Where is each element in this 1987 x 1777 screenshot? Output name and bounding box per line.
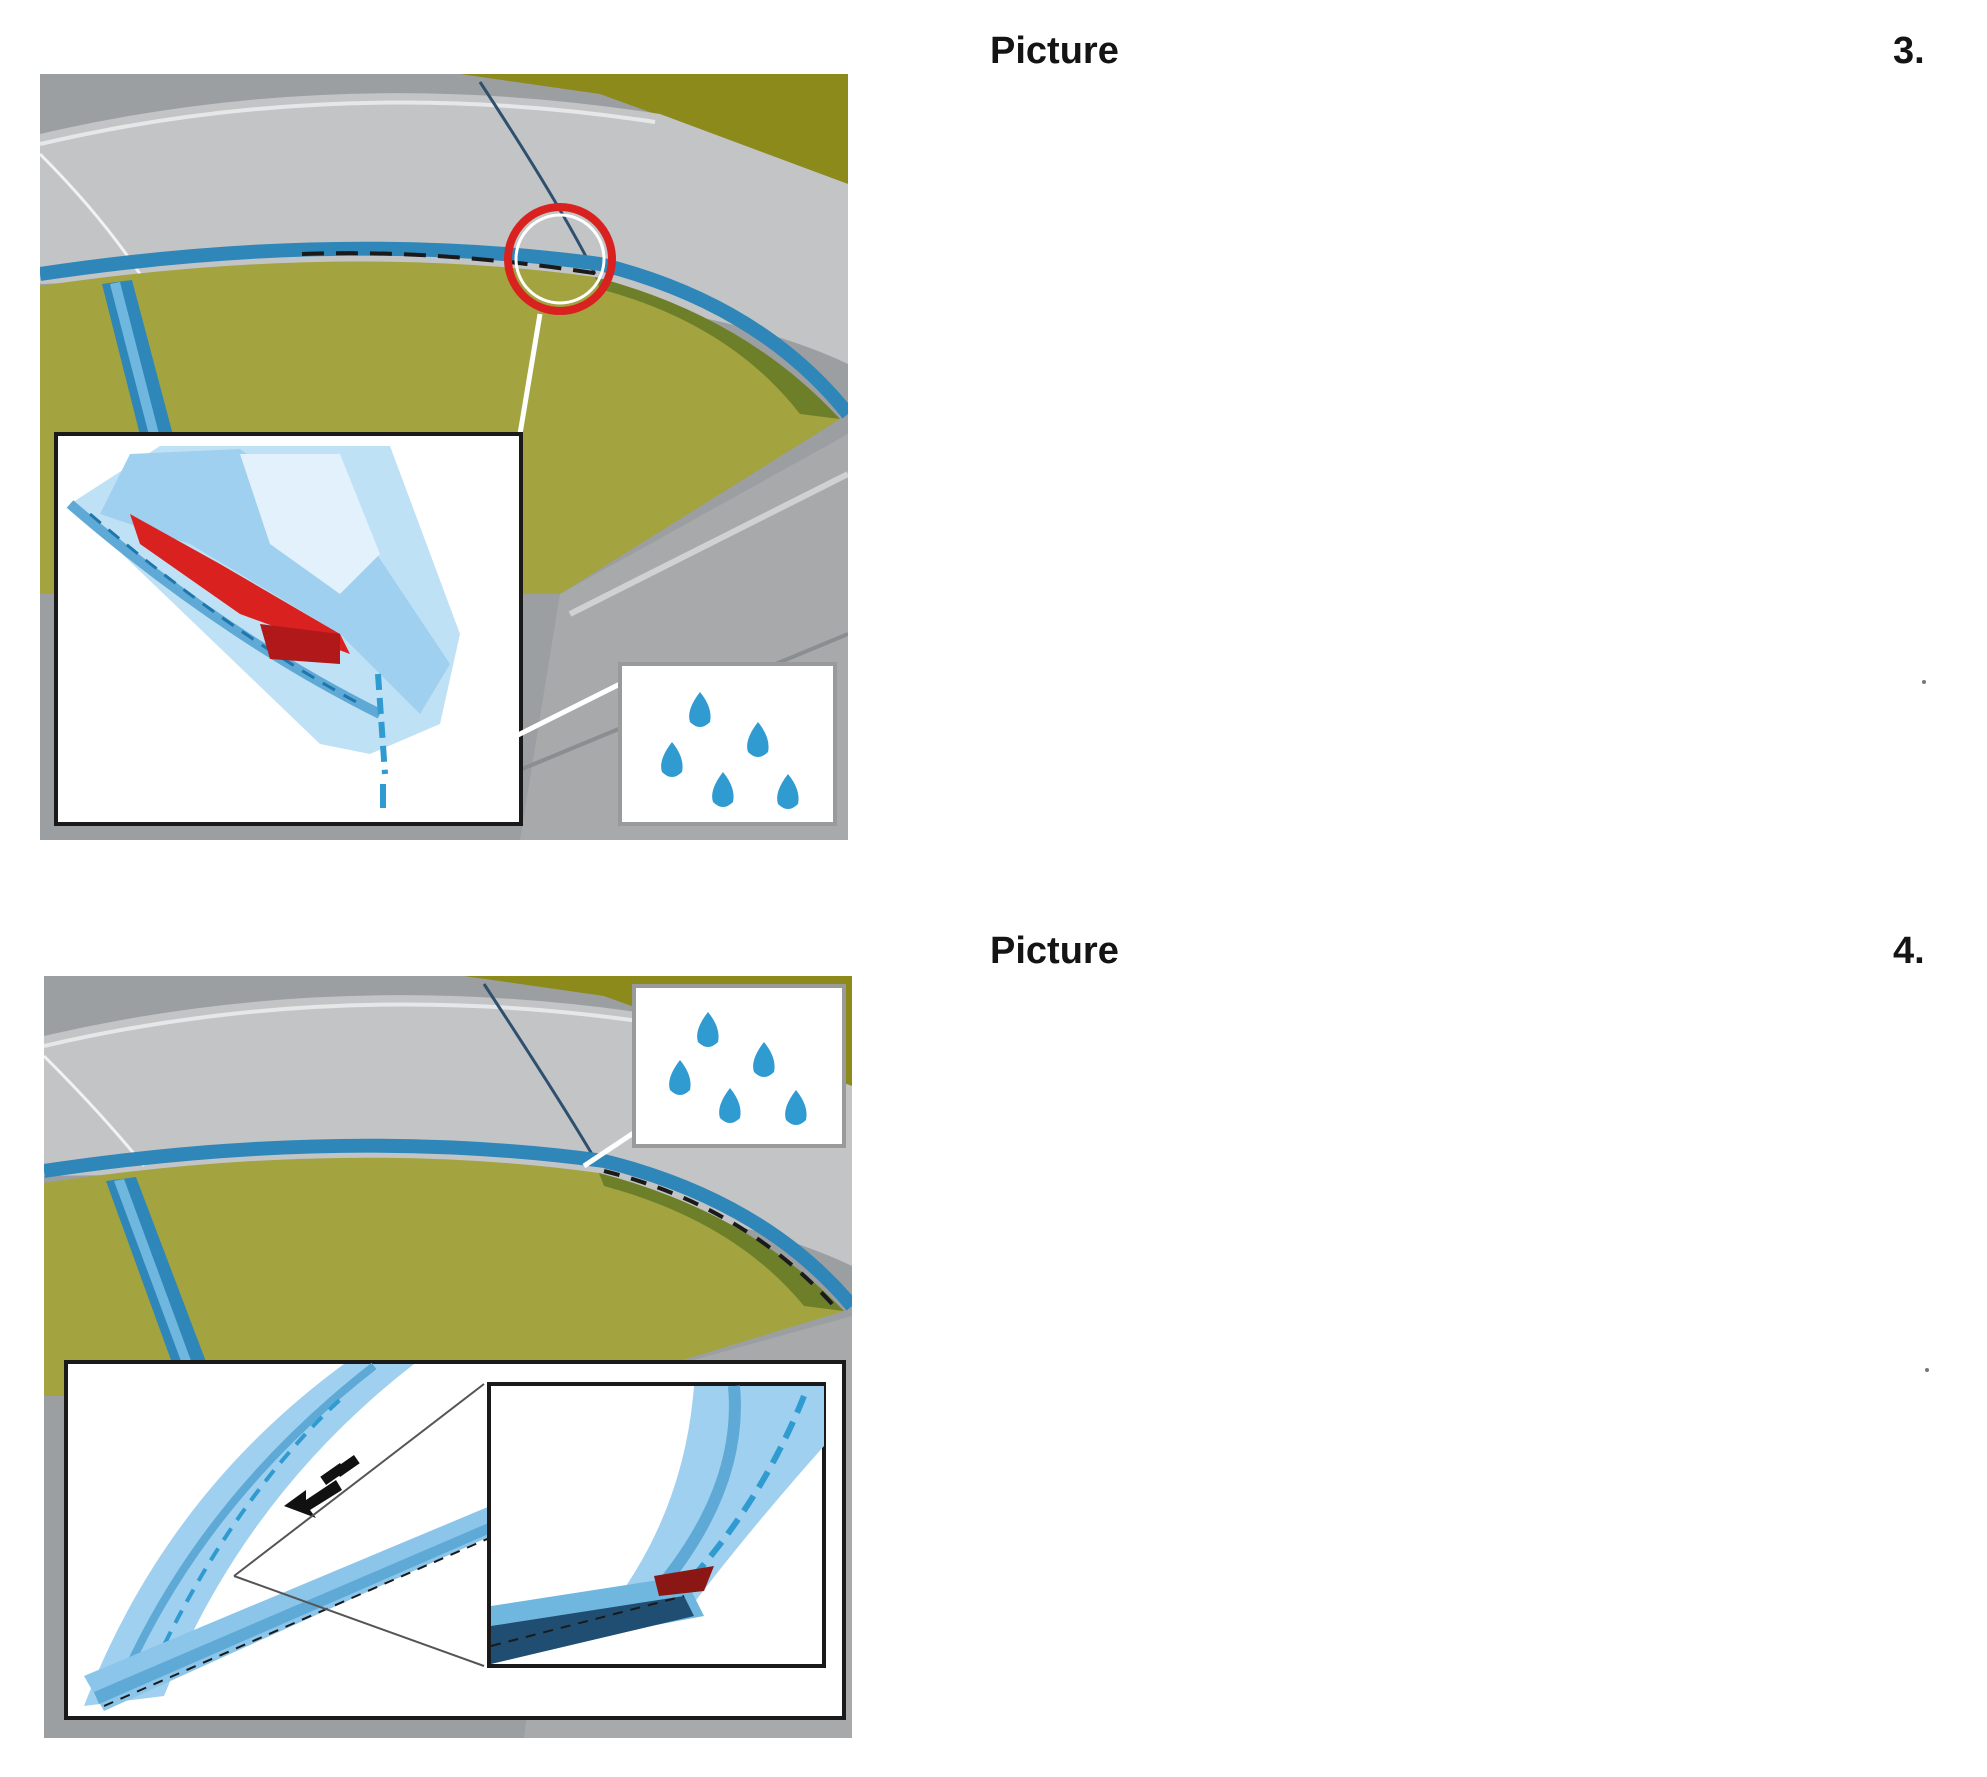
roof-drain-illustration-3 (40, 74, 848, 840)
figure-step-3 (40, 74, 848, 840)
roof-drain-illustration-4 (44, 976, 852, 1738)
direction-arrow-icon (284, 1455, 360, 1518)
step-4-caption: Picture (990, 930, 1119, 972)
drain-channel-detail (66, 446, 460, 808)
step-3-number: 3. (1893, 30, 1925, 72)
red-circle-marker (504, 203, 616, 315)
step-4-marker: . (1925, 1368, 1929, 1372)
pillar-channel-detail (84, 1362, 524, 1711)
water-drops-icon (661, 692, 799, 809)
step-3-caption: Picture (990, 30, 1119, 72)
water-drops-icon (669, 1012, 807, 1125)
step-3-marker: . (1922, 680, 1926, 684)
step-4-number: 4. (1893, 930, 1925, 972)
figure-step-4 (44, 976, 852, 1738)
drain-outlet-zoom (490, 1385, 824, 1664)
